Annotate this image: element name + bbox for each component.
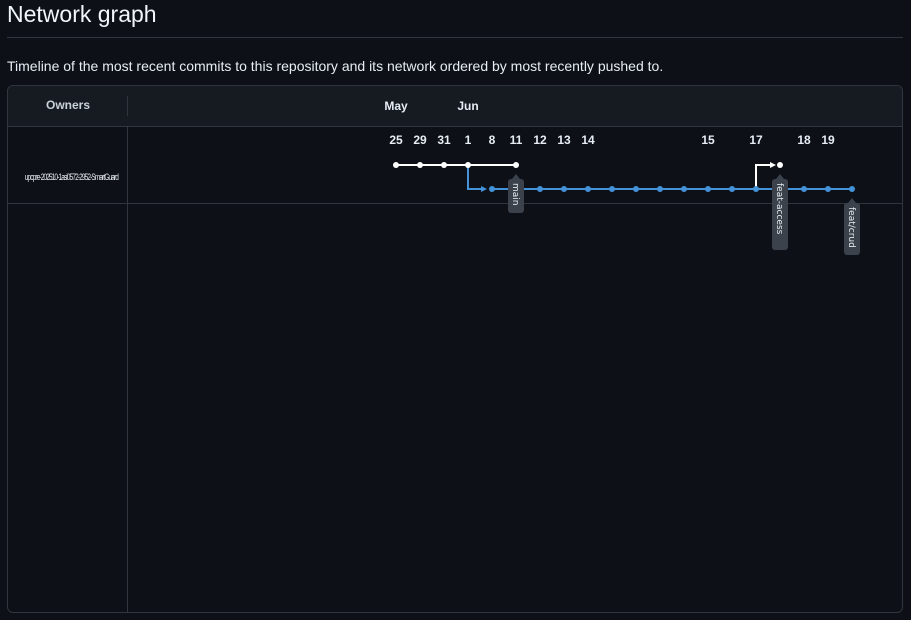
- page-description: Timeline of the most recent commits to t…: [7, 58, 664, 74]
- fork-line: [467, 165, 484, 190]
- feat-access-fork-line: [755, 164, 772, 189]
- header-divider: [127, 96, 128, 116]
- day-label: 25: [389, 133, 403, 147]
- commit-dot[interactable]: [777, 162, 783, 168]
- label-tag: [844, 203, 860, 255]
- branch-label-main[interactable]: main: [508, 174, 524, 213]
- label-pointer: [848, 198, 856, 203]
- commit-dot[interactable]: [825, 186, 831, 192]
- commit-dot[interactable]: [585, 186, 591, 192]
- title-divider: [7, 37, 903, 38]
- day-label: 29: [413, 133, 427, 147]
- commit-dot[interactable]: [513, 162, 519, 168]
- label-tag: [508, 179, 524, 213]
- commit-dot[interactable]: [489, 186, 495, 192]
- owners-column-header: Owners: [45, 98, 90, 112]
- commit-dot[interactable]: [561, 186, 567, 192]
- commit-dot[interactable]: [753, 186, 759, 192]
- network-graph[interactable]: Owners upcpre-202510-1asi0572-2952-Smart…: [7, 85, 903, 613]
- branch-label-feat-access[interactable]: feat-access: [772, 174, 788, 250]
- day-label: 19: [821, 133, 835, 147]
- branch-name: main: [510, 183, 520, 206]
- month-label: May: [384, 99, 408, 113]
- owner-row-divider: [8, 203, 902, 204]
- commit-dot[interactable]: [609, 186, 615, 192]
- commit-dot[interactable]: [849, 186, 855, 192]
- branch-labels: main feat-access feat/crud: [508, 174, 860, 255]
- branch-label-feat-crud[interactable]: feat/crud: [844, 198, 860, 255]
- commit-dot[interactable]: [393, 162, 399, 168]
- day-label: 8: [489, 133, 496, 147]
- commit-dot[interactable]: [465, 162, 471, 168]
- commit-dot[interactable]: [681, 186, 687, 192]
- commit-dot[interactable]: [657, 186, 663, 192]
- commit-dot[interactable]: [537, 186, 543, 192]
- owner-name[interactable]: upcpre-202510-1asi0572-2952-SmartGuard: [24, 172, 119, 182]
- commit-dot[interactable]: [417, 162, 423, 168]
- commit-dot[interactable]: [633, 186, 639, 192]
- graph-header: Owners: [8, 86, 902, 127]
- day-label: 17: [749, 133, 763, 147]
- commit-dot[interactable]: [705, 186, 711, 192]
- page-title: Network graph: [7, 1, 157, 27]
- commit-dot[interactable]: [801, 186, 807, 192]
- owners-column-divider: [127, 127, 128, 612]
- branch-name: feat/crud: [846, 207, 856, 248]
- fork-arrow-icon: [481, 186, 487, 192]
- commits: [393, 162, 855, 192]
- label-pointer: [512, 174, 520, 179]
- day-label: 18: [797, 133, 811, 147]
- month-labels: May Jun: [384, 99, 478, 113]
- day-label: 31: [437, 133, 451, 147]
- label-pointer: [776, 174, 784, 179]
- day-label: 12: [533, 133, 547, 147]
- day-label: 14: [581, 133, 595, 147]
- day-label: 1: [465, 133, 472, 147]
- branch-lines: [396, 162, 852, 192]
- feat-access-arrow-icon: [770, 162, 776, 168]
- day-label: 15: [701, 133, 715, 147]
- label-tag: [772, 179, 788, 250]
- month-label: Jun: [457, 99, 478, 113]
- commit-dot[interactable]: [441, 162, 447, 168]
- day-label: 11: [510, 133, 523, 147]
- branch-name: feat-access: [774, 183, 784, 235]
- commit-dot[interactable]: [729, 186, 735, 192]
- day-label: 13: [557, 133, 571, 147]
